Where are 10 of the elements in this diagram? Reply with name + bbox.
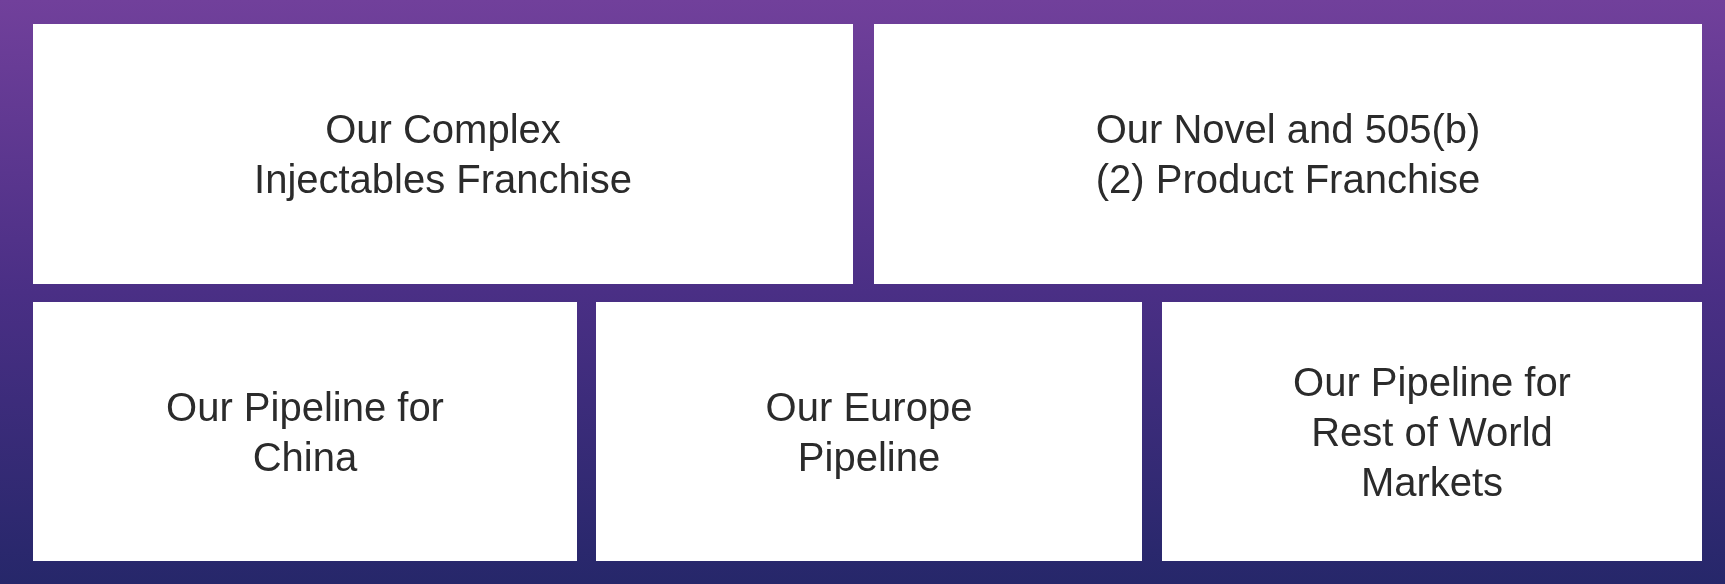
box-title: Our Europe Pipeline — [764, 383, 974, 481]
text-box — [33, 302, 577, 561]
text-box — [874, 24, 1702, 284]
box-title: Our Complex Injectables Franchise — [253, 106, 633, 203]
text-box — [1162, 302, 1702, 561]
box-title: Our Novel and 505(b)(2) Product Franchise — [1094, 106, 1482, 203]
text-box — [596, 302, 1142, 561]
text-box — [33, 24, 853, 284]
box-title: Our Pipeline for China — [165, 383, 445, 481]
box-title: Our Pipeline for Rest of World Markets — [1292, 358, 1572, 506]
